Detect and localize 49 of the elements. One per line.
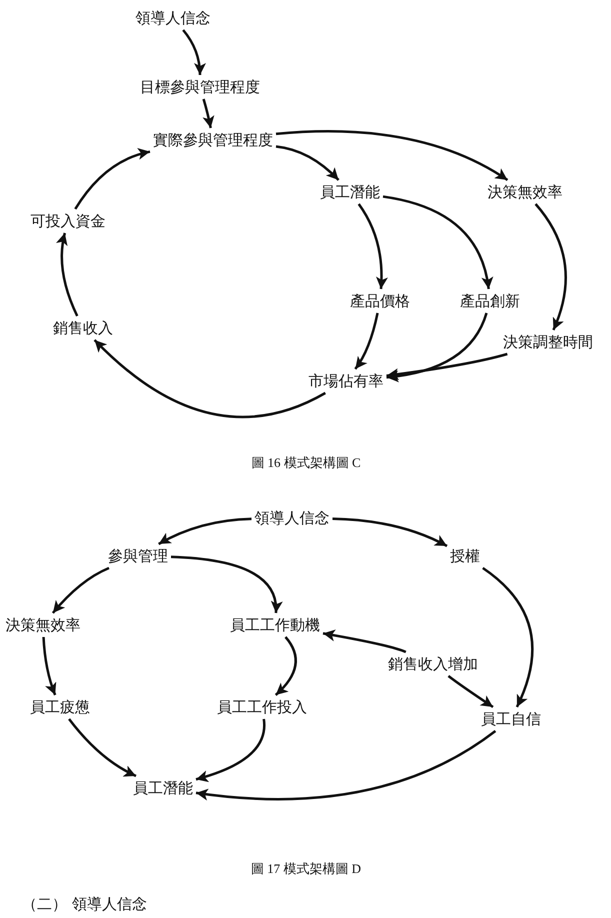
- concept-text: 銷售收入增加: [388, 655, 478, 673]
- concept-text: 員工工作投入: [217, 698, 307, 716]
- figure-caption: 圖 17 模式架構圖 D: [250, 860, 362, 878]
- arrow: [276, 145, 340, 181]
- concept-text: 決策無效率: [6, 616, 80, 634]
- arrow: [448, 675, 494, 708]
- arrow: [358, 203, 388, 290]
- concept-text: 員工工作動機: [230, 616, 320, 634]
- arrow: [56, 232, 78, 317]
- arrow: [274, 636, 297, 696]
- concept-text: 領導人信念: [136, 9, 210, 27]
- arrow: [382, 195, 493, 290]
- concept-text: 決策調整時間: [503, 333, 593, 351]
- concept-text: 市場佔有率: [308, 372, 384, 390]
- concept-text: 產品價格: [350, 292, 410, 310]
- concept-text: 實際參與管理程度: [153, 131, 273, 149]
- concept-text: 員工潛能: [320, 183, 380, 201]
- concept-text: 可投入資金: [30, 212, 106, 230]
- arrow: [68, 718, 137, 778]
- concept-text: 參與管理: [108, 547, 168, 565]
- arrow: [354, 312, 379, 370]
- arrow: [182, 29, 206, 76]
- arrow: [482, 567, 534, 708]
- arrow: [202, 98, 214, 128]
- arrow: [196, 718, 266, 782]
- concept-text: 銷售收入: [53, 319, 113, 337]
- arrow: [94, 339, 326, 418]
- arrow: [322, 630, 406, 654]
- concept-text: 員工自信: [481, 710, 541, 728]
- arrow: [332, 518, 448, 548]
- concept-text: 員工疲憊: [30, 698, 90, 716]
- concept-text: 產品創新: [460, 292, 520, 310]
- arrow: [158, 518, 252, 546]
- arrow: [170, 556, 282, 614]
- concept-text: 員工潛能: [133, 779, 193, 797]
- concept-text: 目標參與管理程度: [140, 78, 260, 96]
- arrow: [42, 636, 56, 696]
- arrow: [276, 130, 508, 182]
- concept-text: 授權: [450, 547, 480, 565]
- concept-text: 領導人信念: [254, 509, 330, 527]
- arrow: [386, 352, 508, 380]
- arrow: [534, 203, 567, 330]
- arrow: [196, 730, 496, 800]
- section-heading: （二） 領導人信念: [22, 894, 147, 914]
- concept-text: 決策無效率: [488, 183, 562, 201]
- figure-caption: 圖 16 模式架構圖 C: [251, 454, 361, 472]
- arrow: [52, 566, 110, 614]
- arrow: [74, 148, 150, 210]
- arrow: [386, 312, 488, 382]
